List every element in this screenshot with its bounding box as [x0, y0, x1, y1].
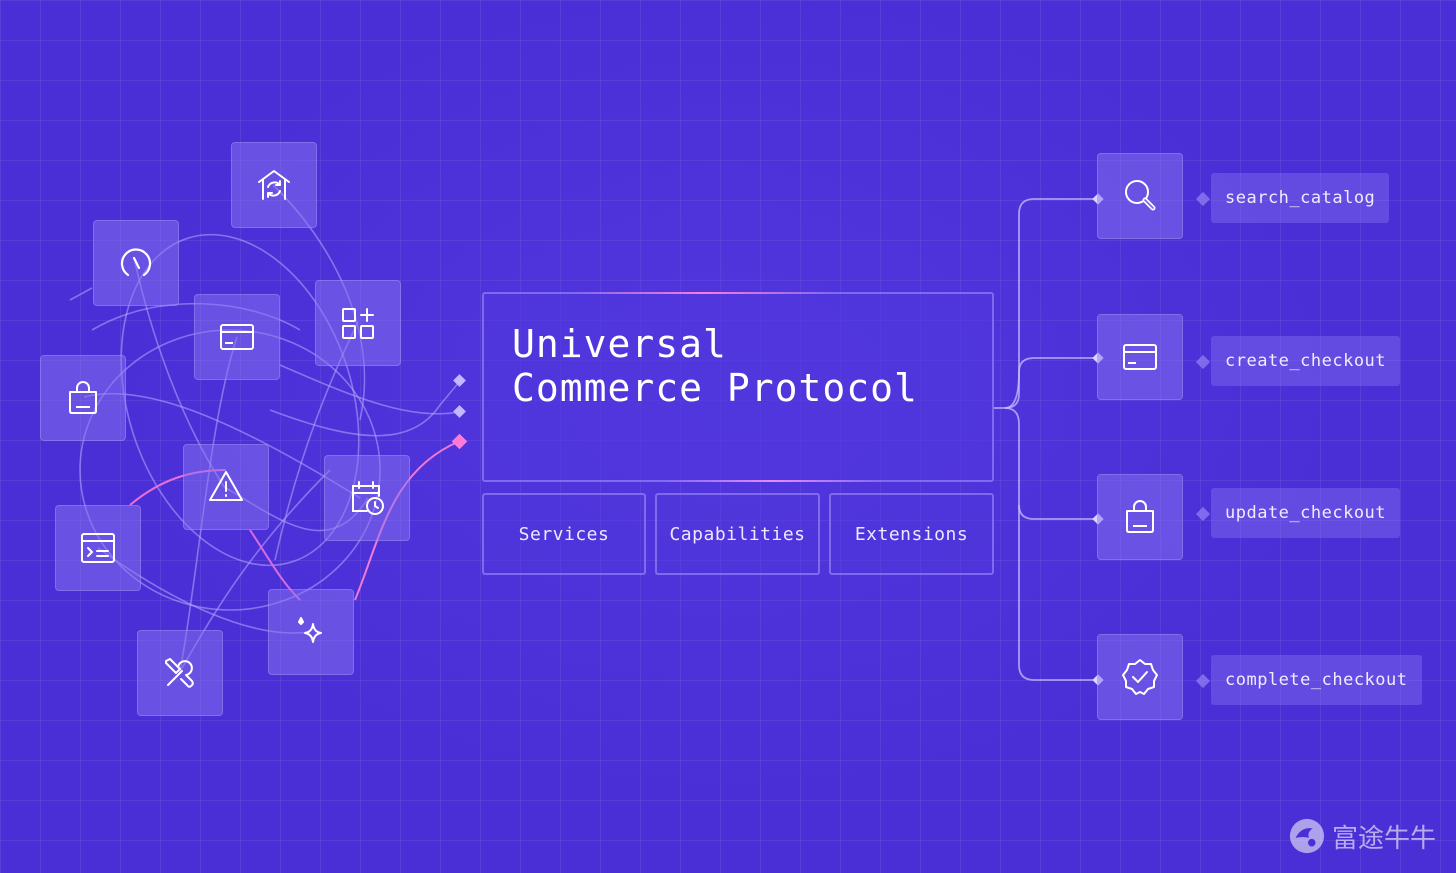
services-box: Services: [482, 493, 646, 575]
warning-icon: [209, 471, 243, 501]
terminal-window-tile: [55, 505, 141, 591]
checkout-card-tile: [1097, 314, 1183, 400]
credit-card-tile: [194, 294, 280, 380]
tool-label-complete-checkout: complete_checkout: [1211, 655, 1422, 705]
shopping-bag-tile: [40, 355, 126, 441]
extensions-box: Extensions: [829, 493, 994, 575]
calendar-clock-icon: [352, 481, 384, 515]
protocol-box: Universal Commerce Protocol: [482, 292, 994, 482]
warning-tile: [183, 444, 269, 530]
calendar-clock-tile: [324, 455, 410, 541]
capabilities-box: Capabilities: [655, 493, 820, 575]
check-badge-tile: [1097, 634, 1183, 720]
shopping-bag-icon: [1126, 500, 1154, 533]
add-widget-icon: [342, 308, 374, 339]
tool-label-search-catalog: search_catalog: [1211, 173, 1390, 223]
top-highlight: [574, 292, 834, 294]
title-line-2: Commerce Protocol: [512, 366, 918, 410]
search-tile: [1097, 153, 1183, 239]
terminal-window-icon: [81, 533, 115, 563]
tools-tile: [137, 630, 223, 716]
search-icon: [1125, 180, 1156, 211]
check-badge-icon: [1122, 659, 1158, 695]
bottom-highlight: [664, 480, 884, 482]
checkout-bag-tile: [1097, 474, 1183, 560]
credit-card-icon: [1123, 344, 1157, 370]
watermark: 富途牛牛: [1288, 817, 1436, 855]
tool-label-create-checkout: create_checkout: [1211, 336, 1401, 386]
watermark-logo-icon: [1289, 818, 1325, 854]
tools-icon: [165, 658, 194, 688]
page-title: Universal Commerce Protocol: [512, 322, 918, 410]
gauge-tile: [93, 220, 179, 306]
sparkles-icon: [298, 617, 322, 643]
add-widget-tile: [315, 280, 401, 366]
tool-label-update-checkout: update_checkout: [1211, 488, 1401, 538]
sparkles-tile: [268, 589, 354, 675]
store-refresh-tile: [231, 142, 317, 228]
gauge-icon: [120, 248, 152, 277]
watermark-text: 富途牛牛: [1331, 823, 1436, 854]
title-line-1: Universal: [512, 322, 727, 366]
store-refresh-icon: [258, 170, 290, 200]
credit-card-icon: [220, 324, 254, 350]
shopping-bag-icon: [69, 381, 97, 414]
